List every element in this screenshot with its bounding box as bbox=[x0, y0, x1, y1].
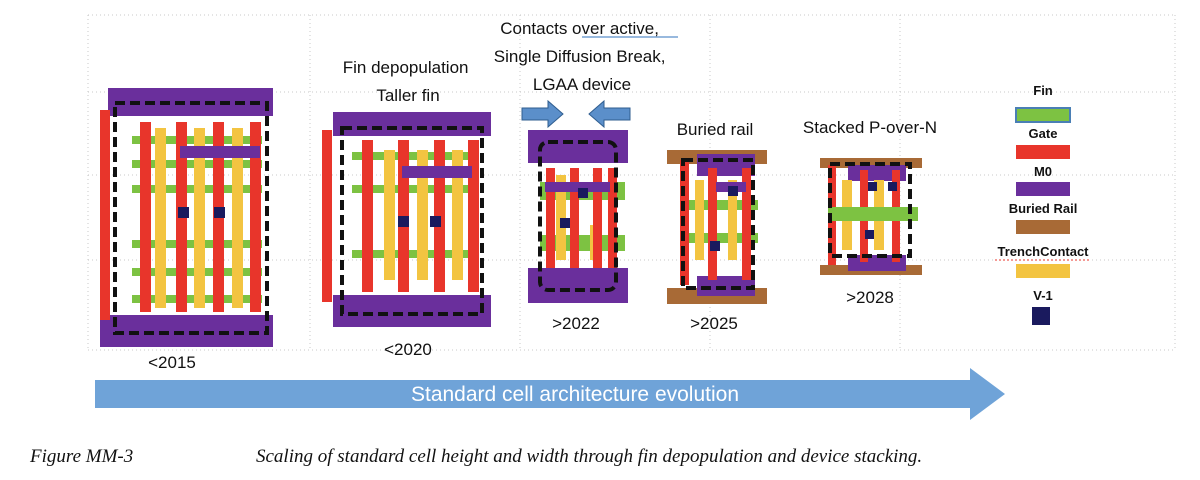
caption-2022-line: LGAA device bbox=[533, 75, 631, 94]
via bbox=[865, 230, 874, 239]
legend-swatch-via bbox=[1032, 307, 1050, 325]
gate-line bbox=[593, 168, 602, 268]
evolution-arrow-label: Standard cell architecture evolution bbox=[411, 383, 739, 406]
via bbox=[728, 186, 738, 196]
trench-contact bbox=[194, 128, 205, 308]
via bbox=[178, 207, 189, 218]
cell-boundary bbox=[113, 101, 269, 335]
evolution-arrow: Standard cell architecture evolution bbox=[95, 368, 1005, 420]
year-label-2020: <2020 bbox=[384, 340, 432, 359]
caption-2022: Contacts over active, Single Diffusion B… bbox=[494, 19, 670, 94]
fin bbox=[352, 152, 474, 160]
legend-label-via: V-1 bbox=[1033, 288, 1053, 303]
gate-line bbox=[250, 122, 261, 312]
via bbox=[214, 207, 225, 218]
gate-line bbox=[322, 130, 332, 302]
cell-boundary bbox=[828, 162, 912, 258]
m0-rail-bottom bbox=[528, 268, 628, 303]
trench-contact bbox=[452, 150, 463, 280]
trench-contact bbox=[695, 180, 704, 260]
fin bbox=[352, 185, 474, 193]
year-label-2022: >2022 bbox=[552, 314, 600, 333]
fin bbox=[680, 233, 758, 243]
gate-line bbox=[362, 140, 373, 292]
legend-swatch-fin bbox=[1015, 107, 1071, 123]
m0-line bbox=[402, 166, 472, 178]
legend-label-fin: Fin bbox=[1033, 83, 1053, 98]
gate-line bbox=[140, 122, 151, 312]
via bbox=[710, 241, 720, 251]
trench-contact bbox=[232, 128, 243, 308]
gate-line bbox=[742, 168, 751, 280]
cell-2022 bbox=[521, 99, 631, 303]
buried-rail-top bbox=[820, 158, 922, 168]
cell-2025 bbox=[667, 150, 767, 304]
via bbox=[868, 182, 877, 191]
via bbox=[888, 182, 897, 191]
legend-label-trench-contact: TrenchContact bbox=[997, 244, 1089, 259]
standard-cell-evolution-diagram: Fin depopulation Taller fin Contacts ove… bbox=[87, 14, 1176, 420]
m0-rail-bottom bbox=[333, 295, 491, 327]
m0-rail-bottom bbox=[100, 315, 273, 347]
gate-line bbox=[570, 168, 579, 268]
caption-2025: Buried rail bbox=[677, 120, 754, 139]
cell-2015 bbox=[100, 88, 273, 347]
caption-2020: Fin depopulation Taller fin bbox=[343, 58, 473, 105]
arrow-right-icon bbox=[521, 99, 564, 129]
fin bbox=[680, 200, 758, 210]
legend-swatch-gate bbox=[1016, 145, 1070, 159]
year-label-2025: >2025 bbox=[690, 314, 738, 333]
caption-2020-line: Fin depopulation bbox=[343, 58, 469, 77]
trench-contact bbox=[556, 175, 566, 260]
legend-swatch-m0 bbox=[1016, 182, 1070, 196]
legend-label-m0: M0 bbox=[1034, 164, 1052, 179]
caption-2022-line: Single Diffusion Break, bbox=[494, 47, 666, 66]
m0-rail-top bbox=[528, 130, 628, 163]
trench-contact bbox=[417, 150, 428, 280]
gate-line bbox=[708, 168, 717, 280]
figure-label: Figure MM-3 bbox=[30, 446, 134, 467]
trench-contact bbox=[728, 180, 737, 260]
caption-2028: Stacked P-over-N bbox=[803, 118, 937, 137]
cell-boundary bbox=[340, 126, 484, 316]
evolution-arrow-shape bbox=[95, 368, 1005, 420]
trench-contact bbox=[155, 128, 166, 308]
m0-line bbox=[545, 182, 610, 192]
m0-line bbox=[180, 146, 260, 158]
fin bbox=[828, 207, 918, 221]
year-label-2015: <2015 bbox=[148, 353, 196, 372]
legend-label-gate: Gate bbox=[1029, 126, 1058, 141]
cell-2020 bbox=[322, 112, 491, 327]
cell-boundary bbox=[538, 140, 618, 292]
year-label-2028: >2028 bbox=[846, 288, 894, 307]
via bbox=[430, 216, 441, 227]
gate-line bbox=[468, 140, 479, 292]
gate-line bbox=[100, 110, 110, 320]
arrow-left-icon bbox=[588, 99, 631, 129]
fin bbox=[352, 250, 474, 258]
cell-boundary bbox=[681, 158, 755, 290]
gate-line bbox=[608, 168, 617, 268]
m0-rail-top bbox=[333, 112, 491, 136]
via bbox=[398, 216, 409, 227]
legend-swatch-trench-contact bbox=[1016, 264, 1070, 278]
trench-contact bbox=[384, 150, 395, 280]
legend: Fin Gate M0 Buried Rail TrenchContact V-… bbox=[995, 83, 1091, 325]
figure-caption: Scaling of standard cell height and widt… bbox=[256, 446, 923, 467]
caption-2020-line: Taller fin bbox=[376, 86, 439, 105]
caption-2022-line: Contacts over active, bbox=[500, 19, 659, 38]
cell-2028 bbox=[820, 158, 922, 275]
gate-line bbox=[546, 168, 555, 268]
legend-label-buried-rail: Buried Rail bbox=[1009, 201, 1078, 216]
via bbox=[560, 218, 570, 228]
legend-swatch-buried-rail bbox=[1016, 220, 1070, 234]
via bbox=[578, 188, 588, 198]
